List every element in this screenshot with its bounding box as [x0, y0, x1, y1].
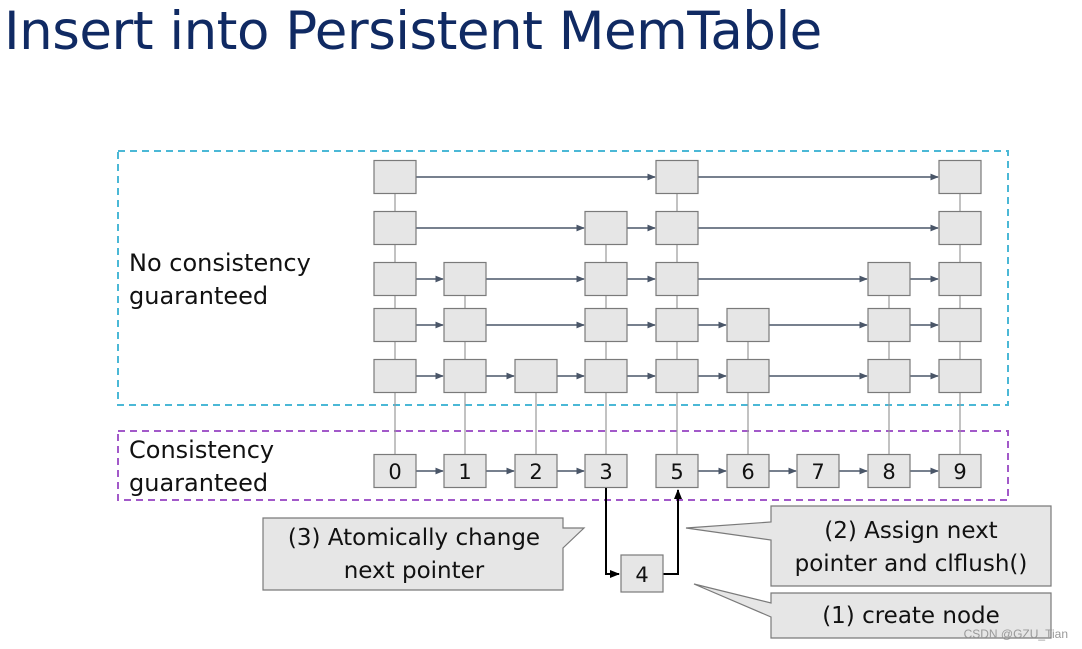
no-consistency-label: No consistency guaranteed	[129, 247, 311, 313]
index-node-box	[443, 358, 487, 394]
persistent-node-label: 8	[882, 460, 895, 484]
persistent-node-label: 3	[599, 460, 612, 484]
persistent-node-box	[514, 453, 558, 489]
no-consistency-label-line2: guaranteed	[129, 282, 269, 310]
callout-step1-text: (1) create node	[822, 603, 1000, 629]
persistent-node-box	[373, 453, 417, 489]
index-node-box	[867, 261, 911, 297]
no-consistency-region	[117, 150, 1009, 406]
index-node-box	[938, 210, 982, 246]
callout-step3-line2: next pointer	[343, 558, 485, 584]
persistent-node-box	[584, 453, 628, 489]
callout-step1-shape	[693, 583, 1052, 639]
watermark: CSDN @GZU_Tian	[963, 627, 1068, 641]
consistency-label-line1: Consistency	[129, 436, 275, 464]
index-node-box	[655, 358, 699, 394]
index-node-box	[867, 307, 911, 343]
index-node-box	[584, 358, 628, 394]
index-node-box	[726, 358, 770, 394]
index-node-box	[373, 159, 417, 195]
persistent-node-label: 7	[811, 460, 824, 484]
persistent-node-box	[443, 453, 487, 489]
index-node-box	[726, 307, 770, 343]
index-node-box	[373, 307, 417, 343]
new-node-box	[620, 554, 664, 593]
persistent-node-label: 6	[741, 460, 754, 484]
index-node-box	[938, 358, 982, 394]
consistency-region	[117, 430, 1009, 501]
index-node-box	[655, 159, 699, 195]
callout-step3-line1: (3) Atomically change	[287, 525, 541, 551]
index-node-box	[373, 358, 417, 394]
index-node-box	[373, 210, 417, 246]
index-node-box	[443, 307, 487, 343]
index-node-box	[938, 159, 982, 195]
callout-step2-shape	[685, 505, 1052, 587]
persistent-node-label: 1	[458, 460, 471, 484]
index-node-box	[514, 358, 558, 394]
index-node-box	[584, 210, 628, 246]
consistency-label: Consistency guaranteed	[129, 434, 274, 500]
consistency-label-line2: guaranteed	[129, 469, 269, 497]
callout-step2-line2: pointer and clflush()	[794, 551, 1028, 577]
no-consistency-label-line1: No consistency	[129, 249, 311, 277]
persistent-node-label: 2	[529, 460, 542, 484]
callout-step3-shape	[262, 517, 586, 591]
persistent-node-box	[796, 453, 840, 489]
persistent-node-box	[726, 453, 770, 489]
old-next-pointer-3-to-4	[605, 488, 620, 578]
page-title: Insert into Persistent MemTable	[4, 1, 822, 62]
index-node-box	[443, 261, 487, 297]
index-node-box	[938, 307, 982, 343]
new-node-label: 4	[635, 563, 648, 587]
next-pointer-4-to-5	[663, 489, 682, 575]
callout-step3-text: (3) Atomically change next pointer	[264, 522, 564, 588]
persistent-node-label: 9	[953, 460, 966, 484]
index-node-box	[655, 307, 699, 343]
index-node-box	[655, 210, 699, 246]
persistent-node-box	[938, 453, 982, 489]
index-node-box	[584, 261, 628, 297]
callout-step2-line1: (2) Assign next	[824, 518, 998, 544]
index-node-box	[373, 261, 417, 297]
index-node-box	[867, 358, 911, 394]
index-node-box	[655, 261, 699, 297]
persistent-node-box	[867, 453, 911, 489]
index-node-box	[584, 307, 628, 343]
index-node-box	[938, 261, 982, 297]
persistent-node-label: 5	[670, 460, 683, 484]
callout-step2-text: (2) Assign next pointer and clflush()	[772, 515, 1050, 581]
persistent-node-label: 0	[388, 460, 401, 484]
persistent-node-box	[655, 453, 699, 489]
